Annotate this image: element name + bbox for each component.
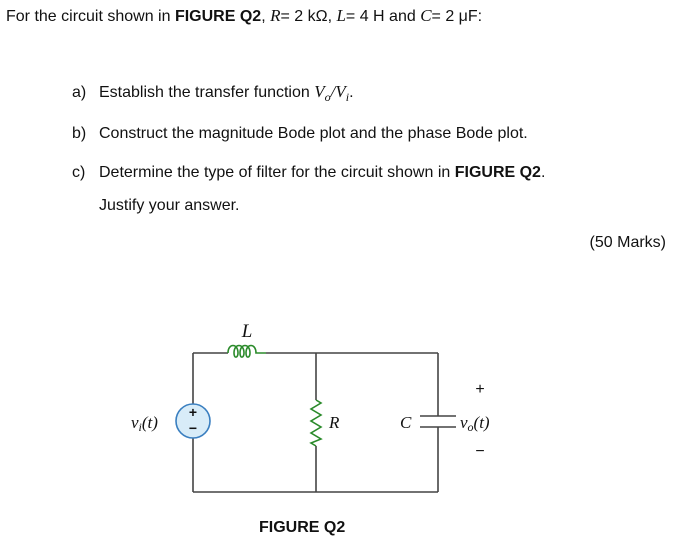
figure-reference: FIGURE Q2 bbox=[174, 8, 262, 25]
capacitor bbox=[420, 415, 456, 428]
voltage-source bbox=[175, 403, 211, 439]
inductor bbox=[227, 344, 266, 358]
source-minus-sign: − bbox=[189, 420, 197, 436]
output-minus-sign: − bbox=[475, 443, 484, 460]
problem-intro: For the circuit shown in FIGURE Q2, R= 2… bbox=[6, 6, 483, 25]
question-a: a)Establish the transfer function Vo/Vi. bbox=[72, 82, 354, 105]
question-b: b)Construct the magnitude Bode plot and … bbox=[72, 125, 528, 142]
output-plus-sign: + bbox=[475, 381, 484, 398]
resistor-label: R bbox=[328, 413, 340, 432]
question-c-line2: Justify your answer. bbox=[99, 197, 240, 214]
marks-label: (50 Marks) bbox=[589, 234, 666, 251]
resistor bbox=[309, 399, 323, 447]
source-plus-sign: + bbox=[189, 404, 197, 420]
capacitor-label: C bbox=[400, 413, 412, 432]
question-c: c)Determine the type of filter for the c… bbox=[72, 164, 546, 181]
figure-caption: FIGURE Q2 bbox=[259, 519, 346, 536]
output-label: vo(t) bbox=[460, 413, 490, 434]
inductor-label: L bbox=[241, 321, 253, 342]
circuit-wires bbox=[192, 352, 439, 493]
source-label: vi(t) bbox=[131, 413, 158, 434]
